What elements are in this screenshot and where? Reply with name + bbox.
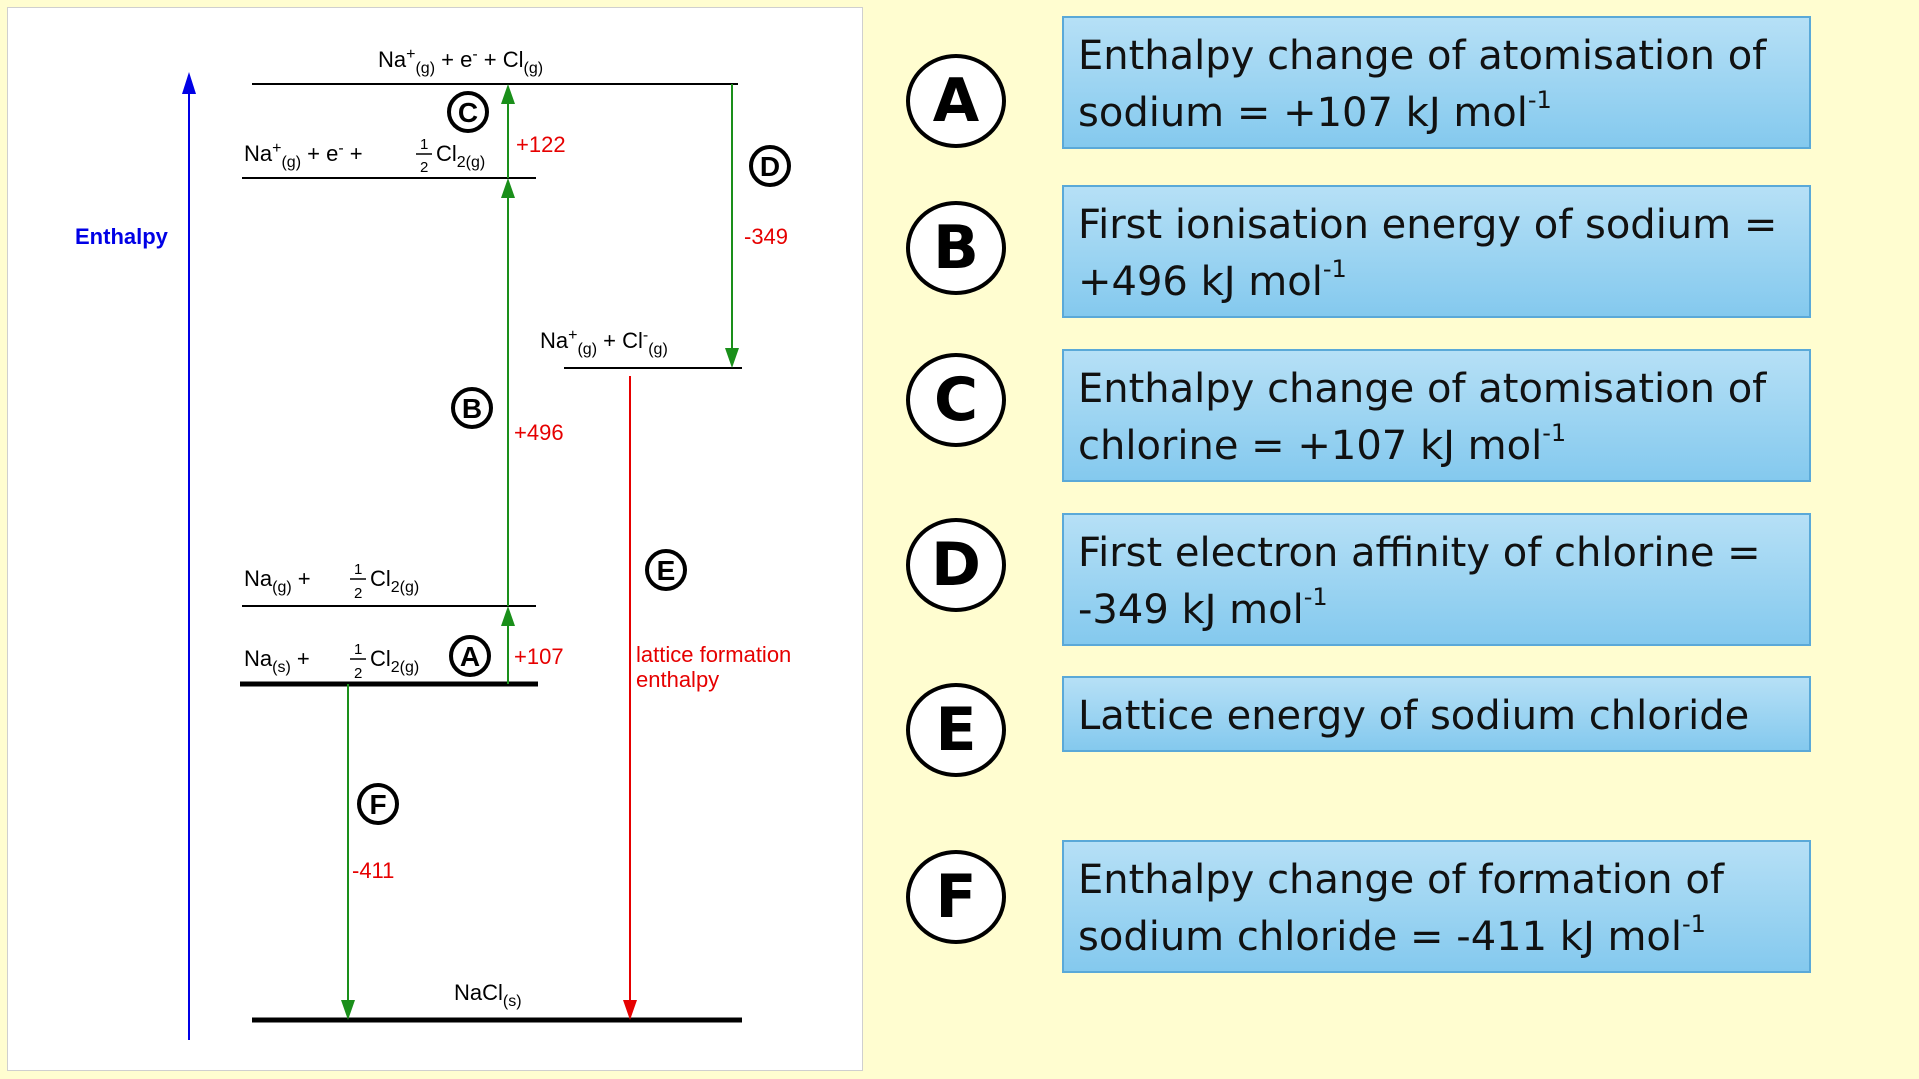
step-letter-e: E [906,683,1006,777]
step-box-f: Enthalpy change of formation of sodium c… [1062,840,1811,973]
step-sup-a: -1 [1527,85,1552,114]
step-text-f: Enthalpy change of formation of sodium c… [1078,857,1724,960]
marker-a: A [449,635,491,677]
marker-f: F [357,783,399,825]
arrow-c-arrowhead [501,84,515,104]
svg-text:2: 2 [354,585,362,602]
level-label-gas-ions: Na+(g) + Cl-(g) [540,327,668,358]
value-b: +496 [514,420,564,445]
step-box-b: First ionisation energy of sodium = +496… [1062,185,1811,318]
svg-text:F: F [369,789,386,820]
arrow-e-arrowhead [623,1000,637,1020]
born-haber-diagram: Enthalpy Na+(g) + e- + Cl(g) Na+(g) + e-… [75,46,791,1040]
step-box-a: Enthalpy change of atomisation of sodium… [1062,16,1811,149]
step-text-c: Enthalpy change of atomisation of chlori… [1078,366,1767,469]
svg-text:Cl2(g): Cl2(g) [370,646,419,676]
level-label-solid-na: Na(s) + 1 2 Cl2(g) [244,641,419,682]
step-sup-b: -1 [1322,254,1347,283]
lattice-label-line2: enthalpy [636,667,719,692]
svg-text:Na(s) +: Na(s) + [244,646,310,676]
lattice-label-line1: lattice formation [636,642,791,667]
enthalpy-axis-label: Enthalpy [75,224,169,249]
svg-text:B: B [462,393,482,424]
arrow-b-arrowhead [501,178,515,198]
value-f: -411 [352,858,394,883]
svg-text:1: 1 [354,641,362,658]
svg-text:E: E [657,555,676,586]
step-letter-d: D [906,518,1006,612]
level-label-ion-halfcl2: Na+(g) + e- + 1 2 Cl2(g) [244,136,485,176]
svg-text:D: D [760,151,780,182]
level-label-ions-atoms: Na+(g) + e- + Cl(g) [378,46,543,77]
marker-e: E [645,549,687,591]
arrow-a-arrowhead [501,606,515,626]
level-label-gas-na: Na(g) + 1 2 Cl2(g) [244,561,419,602]
step-letter-c: C [906,353,1006,447]
step-letter-f: F [906,850,1006,944]
level-label-nacl: NaCl(s) [454,980,522,1010]
step-text-b: First ionisation energy of sodium = +496… [1078,202,1778,305]
step-text-e: Lattice energy of sodium chloride [1078,693,1750,739]
step-sup-d: -1 [1303,582,1328,611]
marker-b: B [451,387,493,429]
enthalpy-axis-arrowhead [182,72,196,94]
step-letter-b: B [906,201,1006,295]
svg-text:Cl2(g): Cl2(g) [436,141,485,171]
svg-text:1: 1 [354,561,362,578]
svg-text:Cl2(g): Cl2(g) [370,566,419,596]
step-sup-c: -1 [1542,418,1567,447]
step-sup-f: -1 [1682,909,1706,938]
step-text-a: Enthalpy change of atomisation of sodium… [1078,33,1767,136]
value-a: +107 [514,644,564,669]
marker-d: D [749,145,791,187]
svg-text:A: A [460,641,480,672]
step-box-d: First electron affinity of chlorine = -3… [1062,513,1811,646]
fraction-denominator: 2 [420,159,428,176]
value-d: -349 [744,224,788,249]
arrow-d-arrowhead [725,348,739,368]
fraction-numerator: 1 [420,136,428,153]
svg-text:2: 2 [354,665,362,682]
arrow-f-arrowhead [341,1000,355,1020]
born-haber-diagram-panel: Enthalpy Na+(g) + e- + Cl(g) Na+(g) + e-… [8,8,862,1070]
svg-text:Na(g) +: Na(g) + [244,566,311,596]
svg-text:Na+(g) + e- +: Na+(g) + e- + [244,140,363,171]
step-box-c: Enthalpy change of atomisation of chlori… [1062,349,1811,482]
marker-c: C [447,91,489,133]
step-box-e: Lattice energy of sodium chloride [1062,676,1811,752]
svg-text:C: C [458,97,478,128]
step-letter-a: A [906,54,1006,148]
value-c: +122 [516,132,566,157]
step-text-d: First electron affinity of chlorine = -3… [1078,530,1761,633]
